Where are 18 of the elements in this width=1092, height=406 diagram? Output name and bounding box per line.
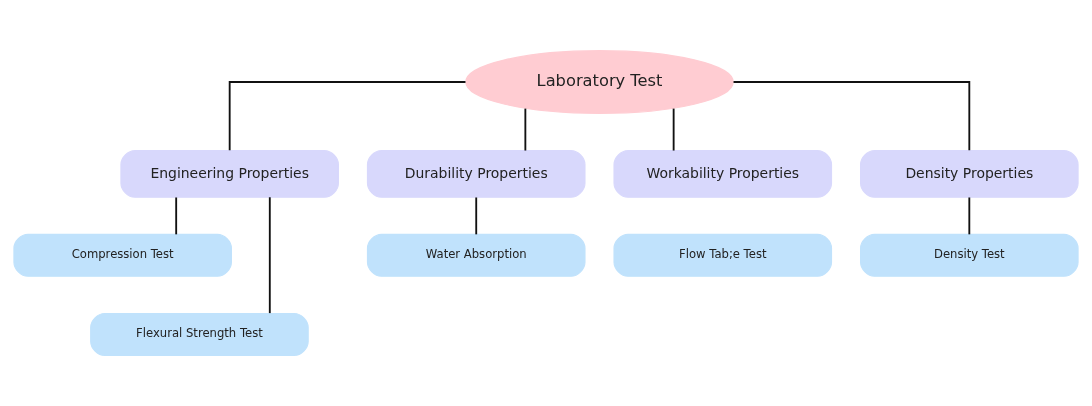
node-box: Engineering Properties	[120, 150, 339, 198]
connector	[475, 196, 478, 236]
node-box: Density Properties	[860, 150, 1079, 198]
connector	[732, 81, 971, 152]
node-box: Durability Properties	[366, 150, 586, 198]
node-box: Density Test	[860, 233, 1079, 277]
connector	[175, 196, 178, 236]
node-box: Water Absorption	[366, 233, 586, 277]
node-box: Flow Tab;e Test	[613, 233, 833, 277]
node-ellipse: Laboratory Test	[465, 50, 734, 115]
connector	[672, 107, 675, 152]
node-box: Flexural Strength Test	[90, 312, 309, 356]
node-box: Compression Test	[13, 233, 232, 277]
connector	[268, 196, 271, 315]
node-box: Workability Properties	[613, 150, 833, 198]
connector	[524, 107, 527, 152]
connector	[228, 81, 467, 152]
connector	[968, 196, 971, 236]
